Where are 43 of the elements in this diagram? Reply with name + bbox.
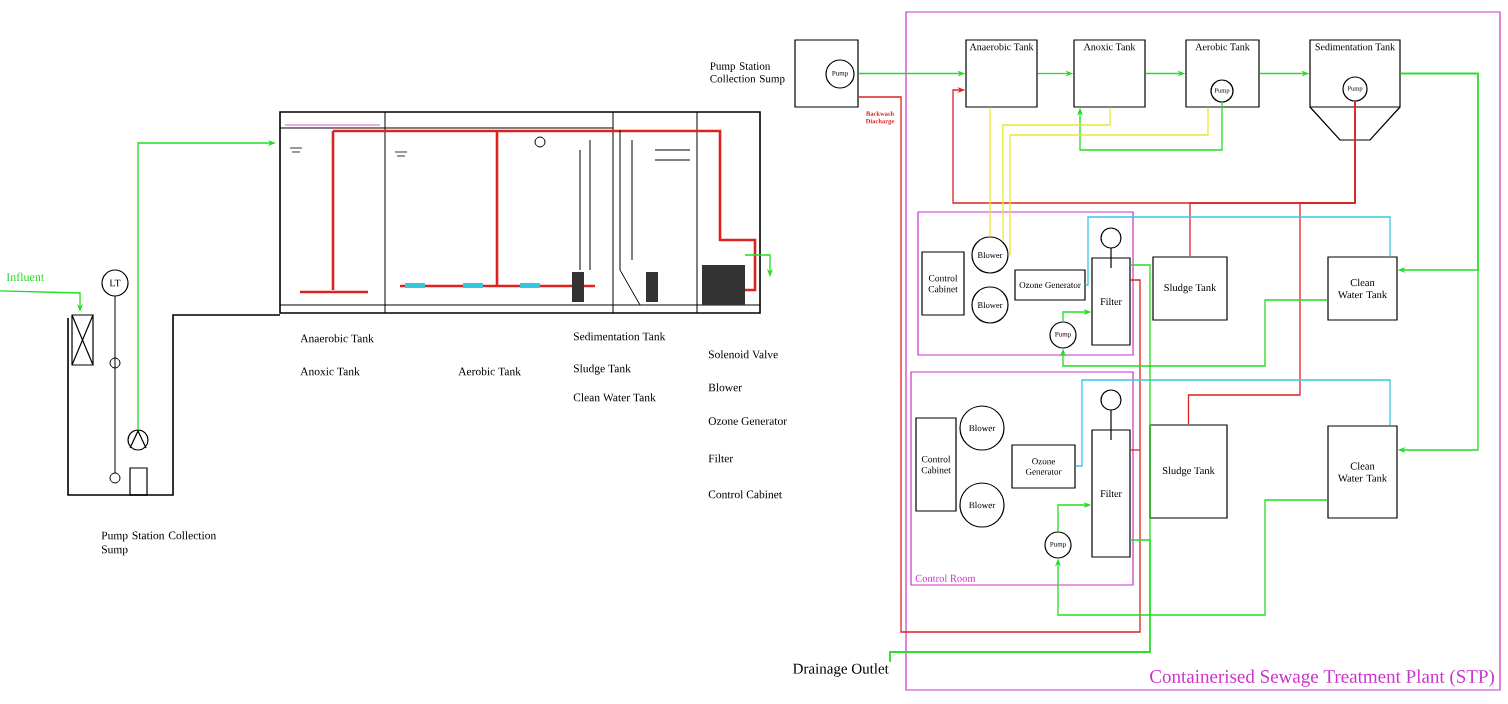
pipe-line	[1074, 379, 1391, 467]
part-label: Blower	[708, 383, 742, 392]
part-label: Sedimentation Tank	[574, 332, 666, 341]
pipe-line	[1187, 100, 1356, 426]
tank-box: Anaerobic Tank	[965, 39, 1038, 108]
equipment-box: Ozone Generator	[1014, 269, 1086, 301]
tank-box: Sludge Tank	[1152, 256, 1228, 321]
tank-box: Sludge Tank	[1149, 424, 1228, 519]
part-label: Anoxic Tank	[300, 367, 360, 376]
flow-arrow	[1059, 299, 1329, 367]
gauge-symbol	[1100, 227, 1122, 269]
cabinet-box: Control Cabinet	[921, 251, 965, 316]
cabinet-box: Control Cabinet	[915, 417, 957, 512]
filter-column: Filter	[1091, 257, 1131, 346]
pipe-line	[1129, 449, 1141, 451]
filter-column: Filter	[1091, 429, 1131, 558]
part-label: Filter	[708, 454, 734, 463]
pipe-line	[1002, 106, 1111, 243]
flow-arrow	[1054, 499, 1329, 616]
node-label: Pump Station Collection Sump	[710, 62, 785, 85]
tank-box: Clean Water Tank	[1327, 256, 1398, 321]
equipment-box: Ozone Generator	[1011, 444, 1076, 489]
gauge-symbol	[1100, 389, 1122, 441]
flow-label: Influent	[6, 272, 45, 282]
part-label: Sludge Tank	[574, 364, 631, 375]
part-label: Pump Station Collection Sump	[101, 531, 217, 556]
pipe-line	[1007, 106, 1209, 256]
part-label: Control Cabinet	[708, 490, 782, 499]
pipe-line	[857, 96, 1141, 633]
part-label: Anaerobic Tank	[300, 334, 374, 343]
tank-box: Anoxic Tank	[1073, 39, 1146, 108]
tank-box: Clean Water Tank	[1327, 425, 1398, 519]
part-label: Clean Water Tank	[573, 393, 656, 402]
pipe-line	[989, 106, 991, 238]
flow-arrow	[1076, 101, 1223, 151]
part-label: Ozone Generator	[708, 417, 787, 425]
outlet-label: Drainage Outlet	[793, 663, 889, 677]
pipe-line	[889, 539, 1151, 663]
pipe-line	[1129, 279, 1141, 451]
pipe-line	[1084, 216, 1391, 286]
room-outline	[917, 211, 1134, 356]
part-label: Solenoid Valve	[709, 350, 778, 359]
part-label: Aerobic Tank	[458, 367, 521, 376]
